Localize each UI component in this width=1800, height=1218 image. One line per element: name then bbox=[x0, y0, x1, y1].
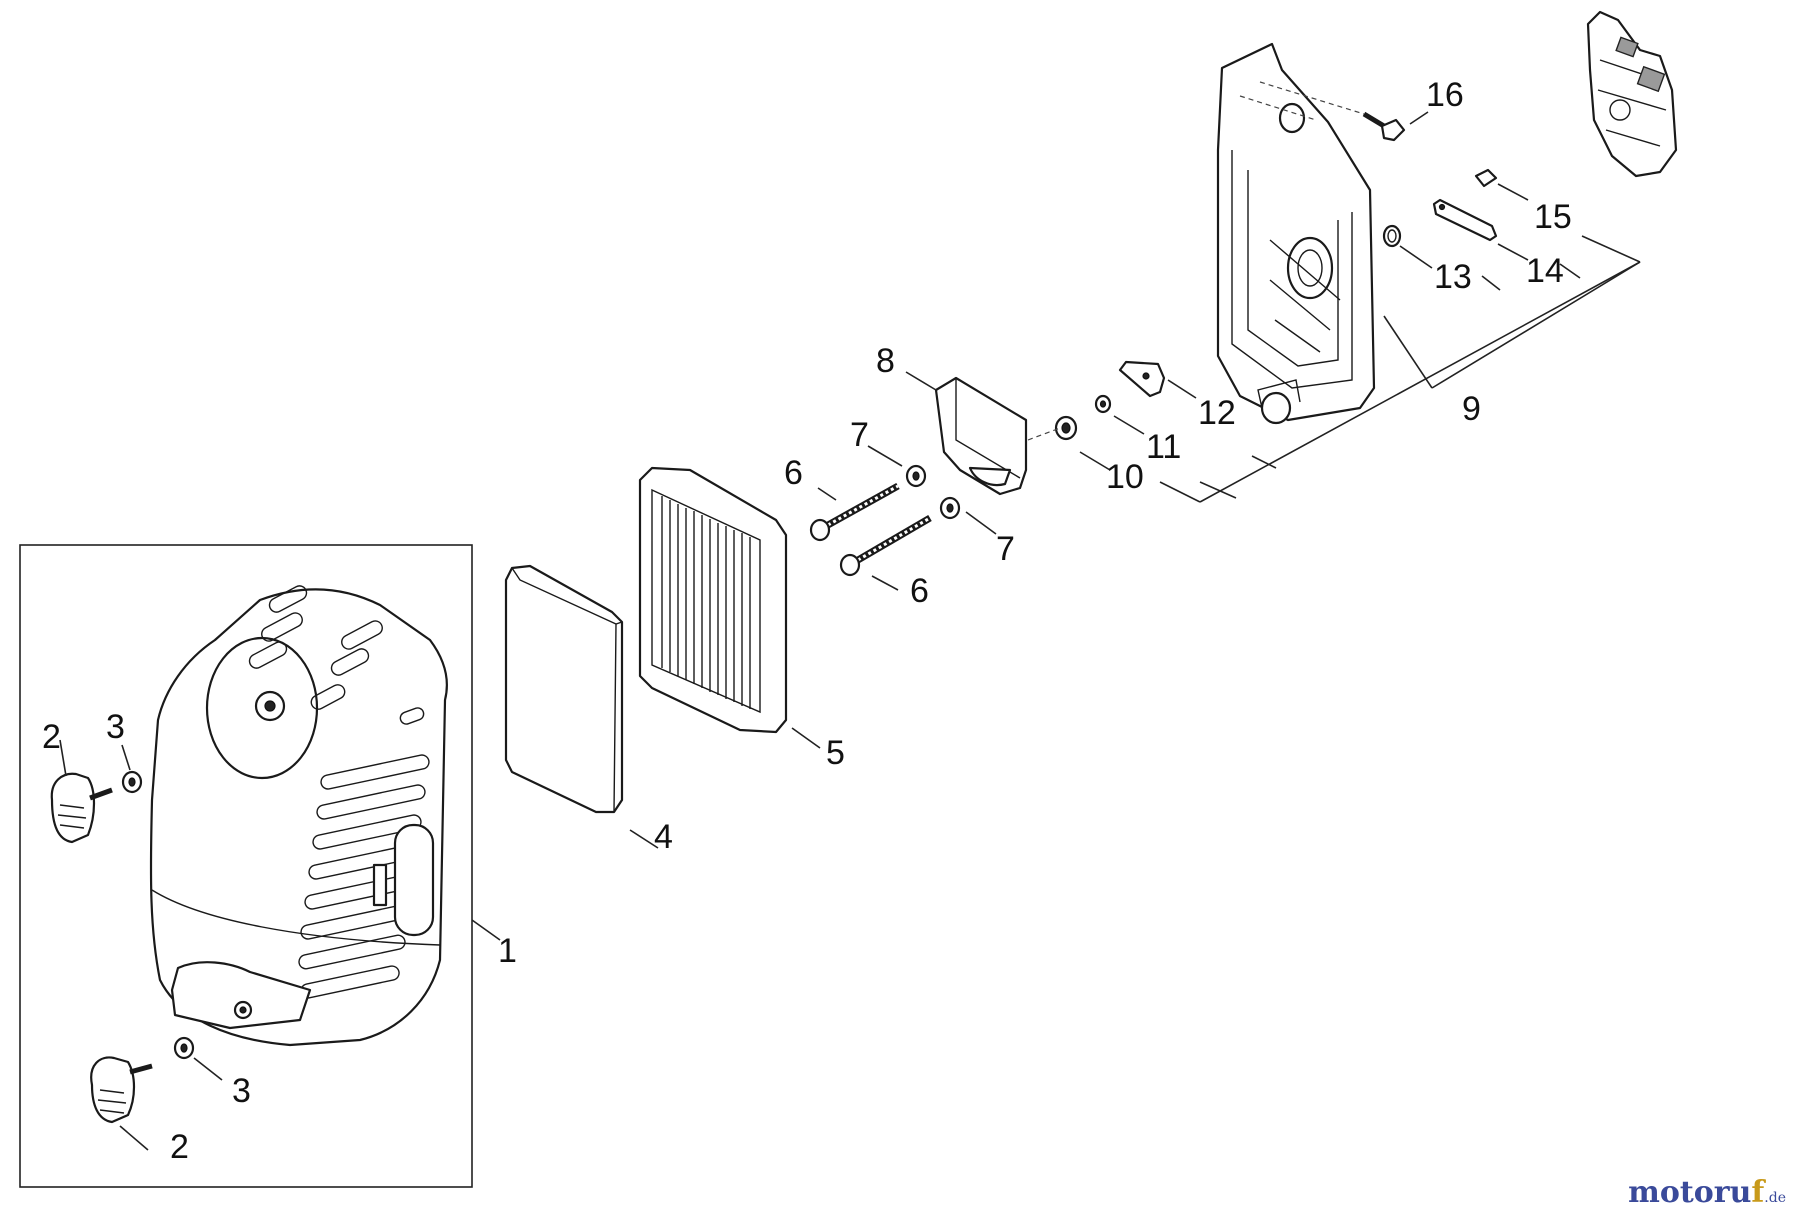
part-8-breather-cover bbox=[934, 376, 1028, 496]
label-7a: 7 bbox=[850, 416, 869, 454]
motoruf-watermark: motoruf.de bbox=[1628, 1175, 1786, 1210]
label-16: 16 bbox=[1426, 76, 1464, 114]
label-2a: 2 bbox=[42, 718, 61, 756]
cover-assembly-frame bbox=[19, 544, 473, 1188]
part-15-clip bbox=[1474, 168, 1498, 188]
label-14: 14 bbox=[1526, 252, 1564, 290]
part-13-gasket bbox=[1382, 224, 1402, 248]
part-1-air-cleaner-cover bbox=[149, 585, 448, 1047]
part-3-washer-lower bbox=[173, 1036, 195, 1060]
label-4: 4 bbox=[654, 818, 673, 856]
part-5-air-filter bbox=[638, 466, 788, 734]
part-7-washer-lower bbox=[939, 496, 961, 520]
part-11-washer bbox=[1094, 394, 1112, 414]
leader-lines bbox=[59, 111, 1641, 1151]
label-8: 8 bbox=[876, 342, 895, 380]
part-14-link bbox=[1432, 198, 1498, 242]
part-16-bolt bbox=[1362, 111, 1406, 142]
label-11: 11 bbox=[1146, 428, 1181, 466]
label-6a: 6 bbox=[784, 454, 803, 492]
label-5: 5 bbox=[826, 734, 845, 772]
label-13: 13 bbox=[1434, 258, 1472, 296]
label-1: 1 bbox=[498, 932, 517, 970]
part-7-washer-upper bbox=[905, 464, 927, 488]
part-3-washer-upper bbox=[121, 770, 143, 794]
part-6-bolt-lower bbox=[839, 514, 932, 577]
part-2-knob-upper bbox=[50, 772, 113, 844]
label-7b: 7 bbox=[996, 530, 1015, 568]
label-9: 9 bbox=[1462, 390, 1481, 428]
dashed-reference-lines bbox=[1027, 81, 1365, 441]
part-6-bolt-upper bbox=[809, 482, 900, 542]
carburetor-reference bbox=[1586, 10, 1678, 178]
label-3b: 3 bbox=[232, 1072, 251, 1110]
part-10-nut bbox=[1054, 415, 1078, 441]
label-2b: 2 bbox=[170, 1128, 189, 1166]
part-2-knob-lower bbox=[90, 1056, 153, 1124]
label-3a: 3 bbox=[106, 708, 125, 746]
part-9-air-cleaner-case bbox=[1216, 42, 1376, 425]
part-12-bracket bbox=[1118, 360, 1166, 398]
part-4-pre-filter bbox=[504, 564, 624, 814]
label-15: 15 bbox=[1534, 198, 1572, 236]
label-6b: 6 bbox=[910, 572, 929, 610]
label-10: 10 bbox=[1106, 458, 1144, 496]
label-12: 12 bbox=[1198, 394, 1236, 432]
